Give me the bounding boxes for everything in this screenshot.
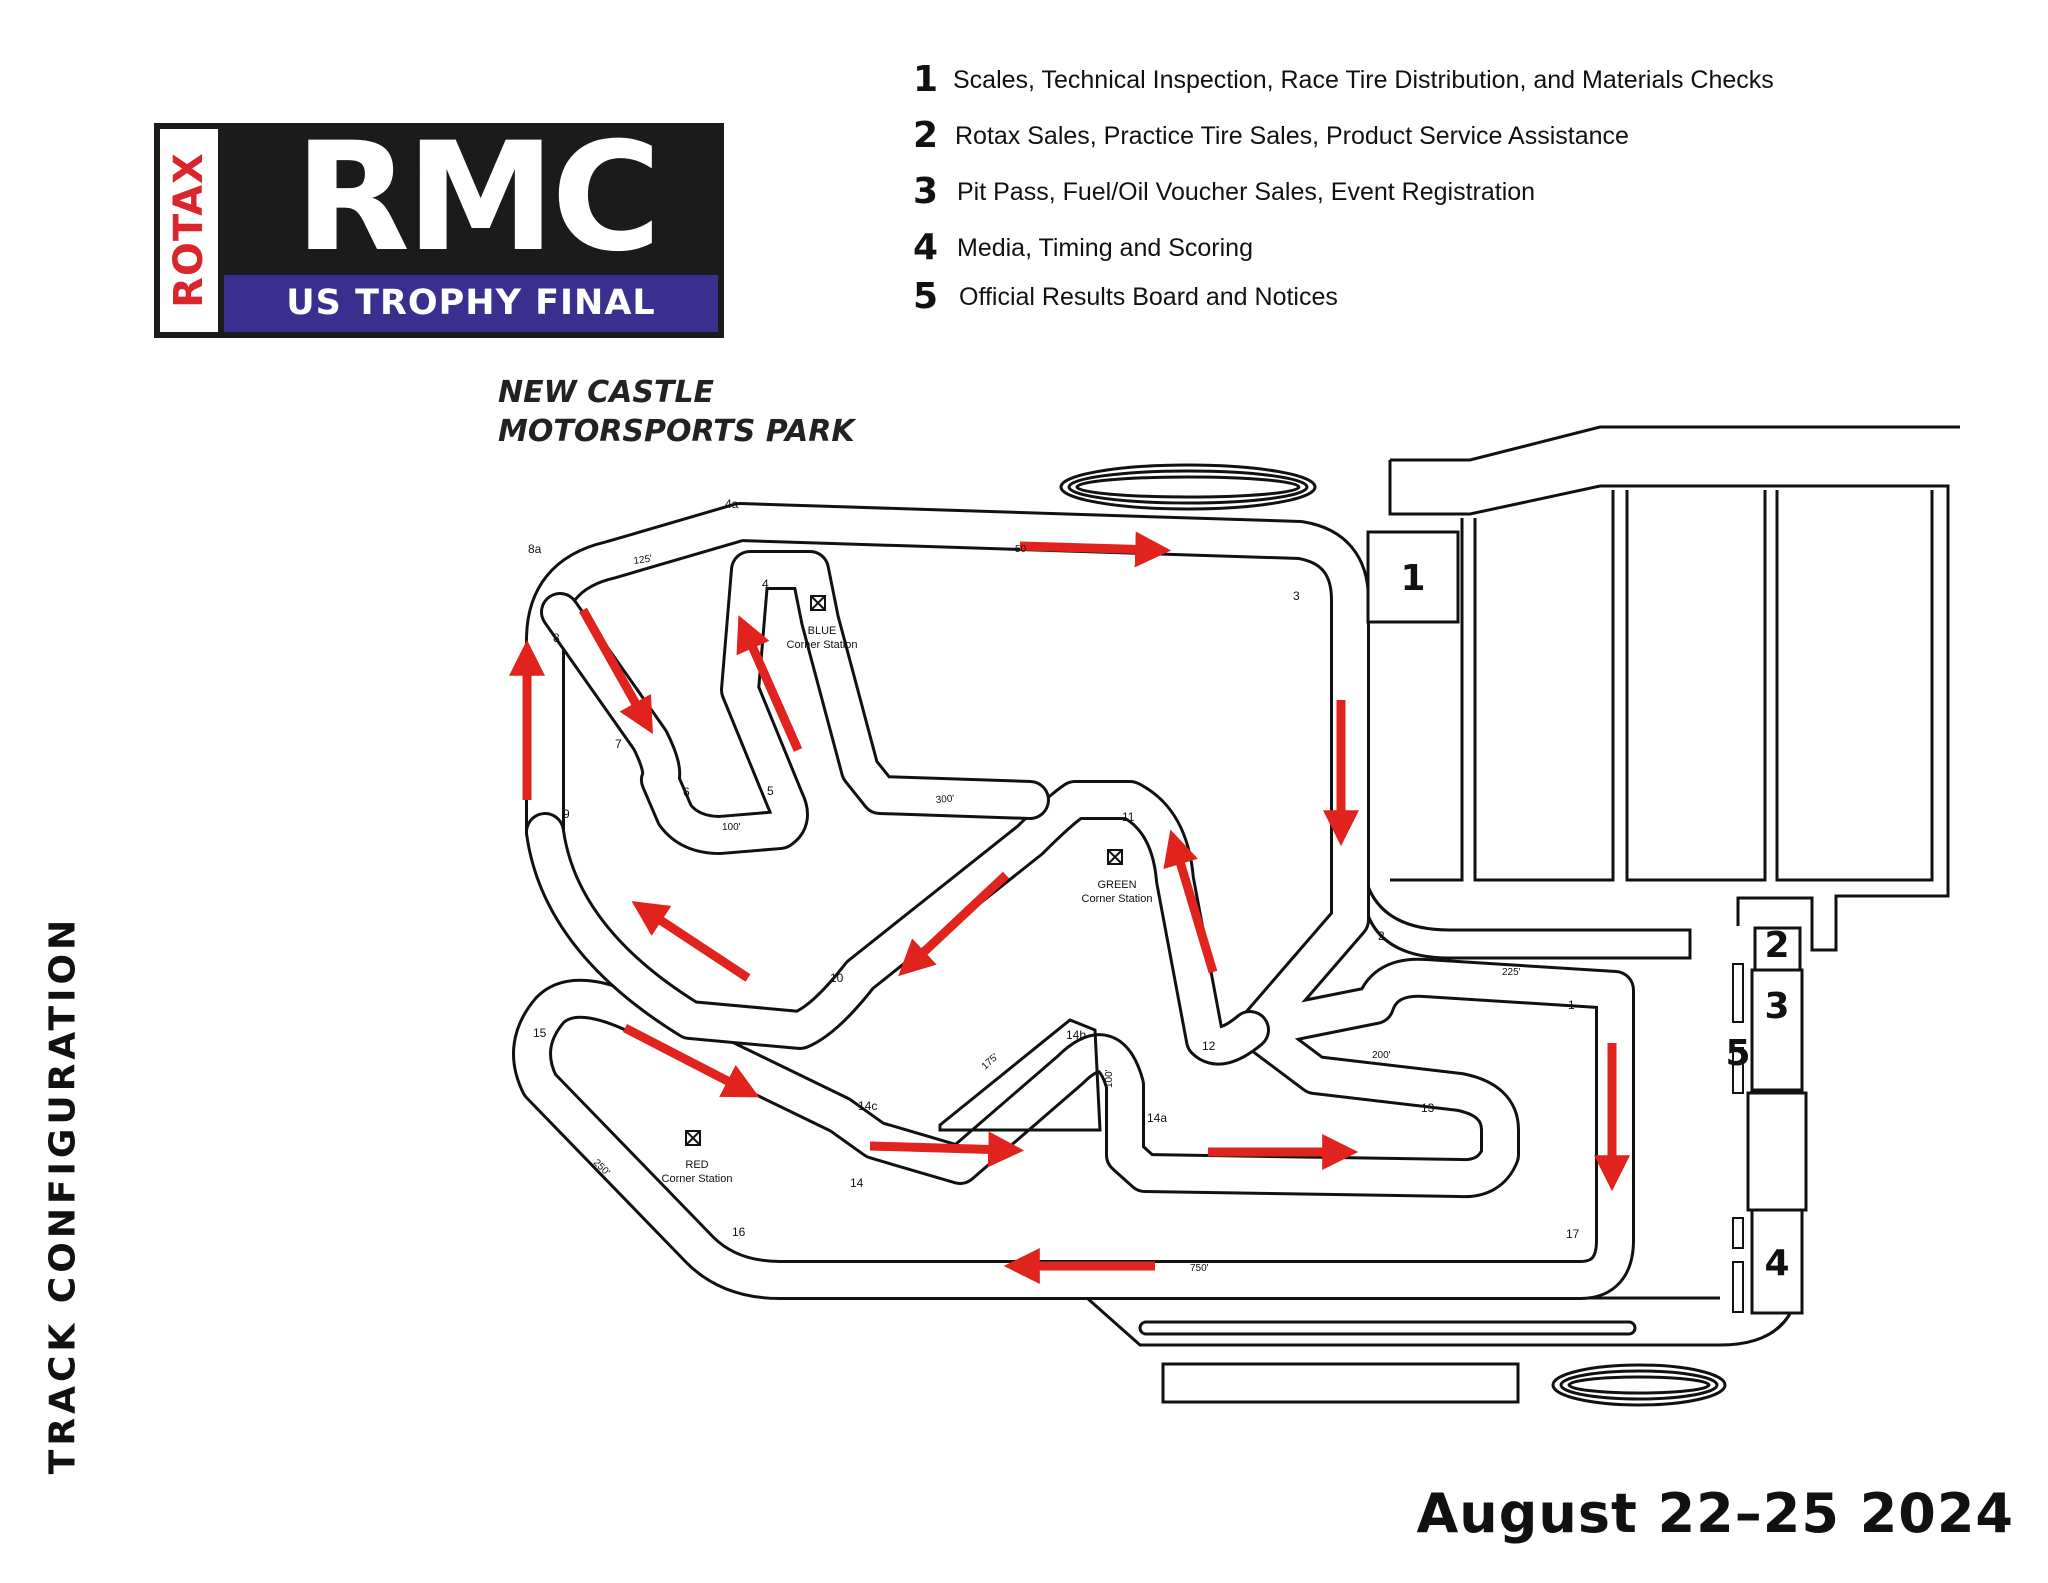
legend-number: 4 bbox=[913, 227, 939, 268]
legend-number: 2 bbox=[913, 115, 939, 156]
pit-wall bbox=[1138, 1320, 1637, 1336]
station-label: Corner Station bbox=[1082, 893, 1153, 905]
distance-label: 100' bbox=[1104, 1069, 1115, 1088]
turn-label: 8a bbox=[528, 542, 542, 556]
arrow-icon bbox=[1163, 829, 1218, 974]
bottom-building bbox=[1161, 1362, 1520, 1404]
legend-text: Official Results Board and Notices bbox=[959, 283, 1338, 311]
building-4-label: 4 bbox=[1764, 1243, 1789, 1284]
arrow-icon bbox=[579, 607, 653, 735]
arrow-icon bbox=[736, 615, 803, 752]
turn-label: 17 bbox=[1566, 1227, 1580, 1241]
oval-ring-top bbox=[1059, 463, 1317, 511]
legend-number: 5 bbox=[913, 276, 939, 317]
corner-station-red: RED Corner Station bbox=[662, 1130, 733, 1185]
track-outline bbox=[512, 502, 1635, 1300]
turn-label: 10 bbox=[830, 971, 844, 985]
turn-label: 14c bbox=[858, 1099, 877, 1113]
turn-labels: 4a 8a 4 3 8 7 6 5 9 11 2 10 1 15 14b 12 … bbox=[528, 497, 1580, 1241]
turn-label: 7 bbox=[615, 737, 622, 751]
building-3-label: 3 bbox=[1764, 986, 1789, 1027]
distance-label: 100' bbox=[722, 822, 741, 833]
station-name: GREEN bbox=[1097, 879, 1136, 891]
distance-label: 200' bbox=[1372, 1050, 1391, 1061]
venue-name: NEW CASTLE MOTORSPORTS PARK bbox=[498, 373, 855, 451]
venue-line-1: NEW CASTLE bbox=[498, 375, 715, 410]
station-label: Corner Station bbox=[662, 1173, 733, 1185]
turn-label: 4a bbox=[725, 497, 739, 511]
legend-text: Media, Timing and Scoring bbox=[957, 234, 1253, 262]
arrow-icon bbox=[869, 1131, 1025, 1168]
station-box-icon bbox=[685, 1130, 701, 1146]
logo-brand-panel: ROTAX bbox=[160, 129, 218, 332]
turn-label: 2 bbox=[1378, 929, 1385, 943]
station-name: BLUE bbox=[808, 625, 837, 637]
turn-label: 14 bbox=[850, 1176, 864, 1190]
legend-number: 3 bbox=[913, 171, 939, 212]
arrow-icon bbox=[898, 871, 1010, 977]
turn-label: 13 bbox=[1421, 1101, 1435, 1115]
turn-label: 8 bbox=[553, 631, 560, 645]
legend-text: Pit Pass, Fuel/Oil Voucher Sales, Event … bbox=[957, 178, 1536, 206]
event-dates: August 22–25 2024 bbox=[1416, 1482, 2014, 1545]
turn-label: 1 bbox=[1568, 998, 1575, 1012]
turn-label: 14a bbox=[1147, 1111, 1167, 1125]
station-name: RED bbox=[685, 1159, 708, 1171]
direction-arrows bbox=[509, 531, 1630, 1284]
turn-label: 14b bbox=[1066, 1028, 1086, 1042]
distance-label: 300' bbox=[935, 793, 955, 806]
distance-label: 750' bbox=[1190, 1263, 1209, 1274]
arrow-icon bbox=[622, 1024, 760, 1098]
rmc-logo: ROTAX RMC US TROPHY FINAL bbox=[154, 123, 724, 338]
station-label: Corner Station bbox=[787, 639, 858, 651]
oval-ring-bottom bbox=[1551, 1363, 1727, 1407]
distance-label: 175' bbox=[980, 1052, 1001, 1073]
turn-label: 9 bbox=[563, 807, 570, 821]
legend-text: Scales, Technical Inspection, Race Tire … bbox=[953, 66, 1774, 94]
corner-station-blue: BLUE Corner Station bbox=[787, 595, 858, 651]
building-5-label: 5 bbox=[1725, 1033, 1750, 1074]
arrow-icon bbox=[631, 901, 751, 982]
distance-label: 125' bbox=[633, 553, 653, 566]
turn-label: 16 bbox=[732, 1225, 746, 1239]
logo-subtitle-band: US TROPHY FINAL bbox=[224, 275, 718, 332]
venue-line-2: MOTORSPORTS PARK bbox=[498, 414, 855, 449]
turn-label: 15 bbox=[533, 1026, 547, 1040]
station-box-icon bbox=[1107, 849, 1123, 865]
turn-label: 6 bbox=[683, 785, 690, 799]
building-2-label: 2 bbox=[1764, 925, 1789, 966]
turn-label: 3 bbox=[1293, 589, 1300, 603]
arrow-icon bbox=[1019, 531, 1172, 568]
turn-label: 4 bbox=[762, 577, 769, 591]
corner-station-green: GREEN Corner Station bbox=[1082, 849, 1153, 905]
turn-label: 5 bbox=[767, 784, 774, 798]
legend-number: 1 bbox=[913, 59, 939, 100]
distance-label: 225' bbox=[1502, 967, 1521, 978]
legend-text: Rotax Sales, Practice Tire Sales, Produc… bbox=[955, 122, 1629, 150]
building-1-label: 1 bbox=[1400, 558, 1425, 599]
distance-label: 50 bbox=[1015, 544, 1027, 555]
building-markers: 1 2 3 5 4 bbox=[1366, 530, 1808, 1315]
turn-label: 11 bbox=[1122, 810, 1135, 824]
station-box-icon bbox=[810, 595, 826, 611]
turn-label: 12 bbox=[1202, 1039, 1216, 1053]
paddock-structures bbox=[1360, 425, 1960, 960]
logo-subtitle: US TROPHY FINAL bbox=[286, 283, 656, 323]
logo-title: RMC bbox=[294, 111, 662, 285]
